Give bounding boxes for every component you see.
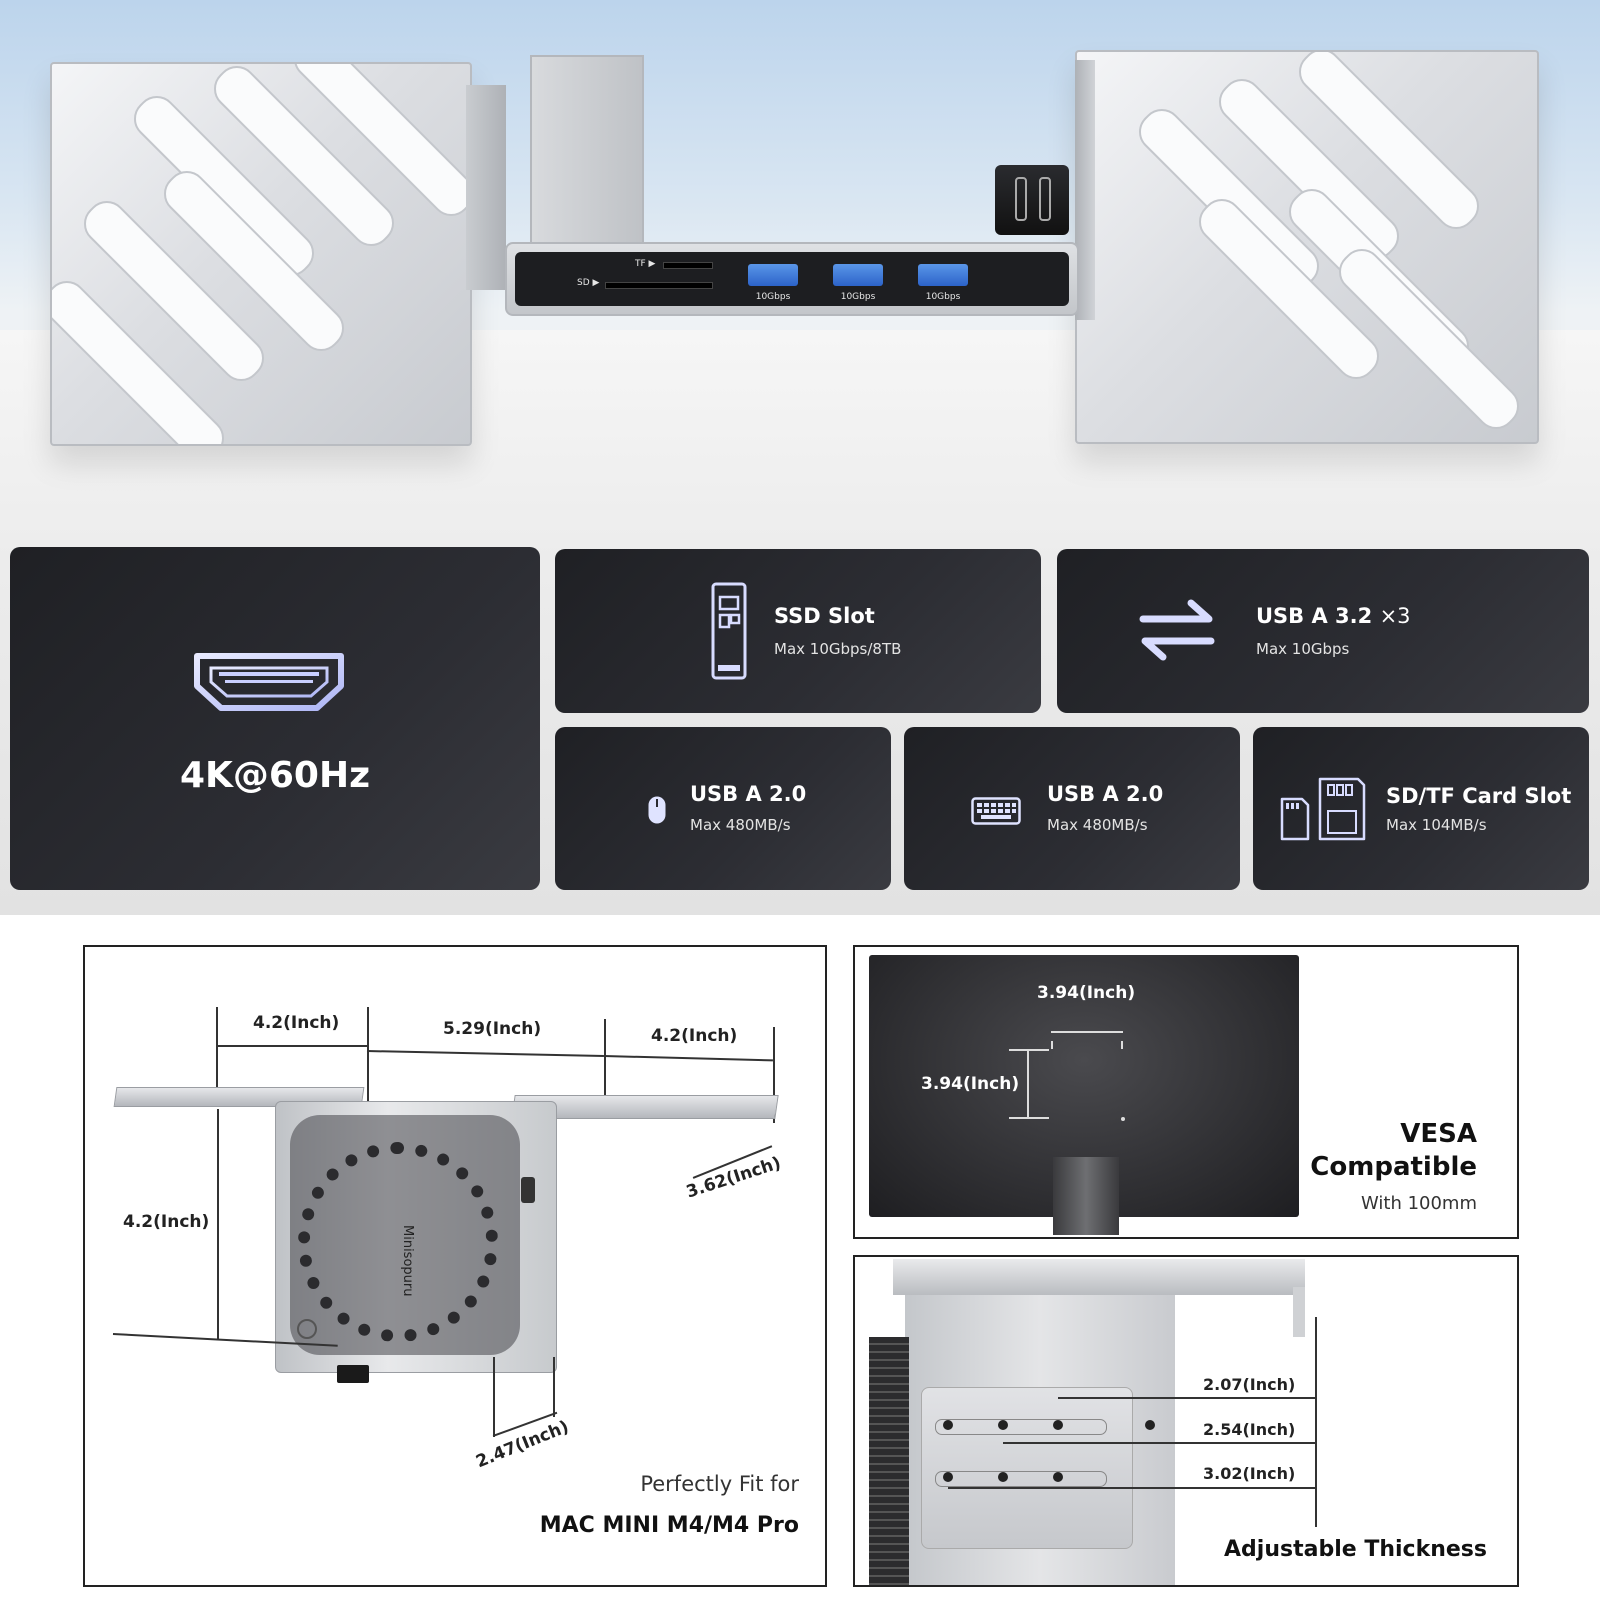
tf-card-slot[interactable] xyxy=(663,262,713,269)
fit-caption-line2: MAC MINI M4/M4 Pro xyxy=(539,1513,799,1538)
feature-tile-hdmi: 4K@60Hz xyxy=(10,547,540,890)
right-tray xyxy=(1075,50,1539,444)
usb-a-port[interactable] xyxy=(833,264,883,286)
power-button-icon xyxy=(297,1319,317,1339)
sd-slot-label: SD ▶ xyxy=(577,278,600,288)
width-right-label: 4.2(Inch) xyxy=(651,1026,738,1046)
thickness-measure-2: 2.54(Inch) xyxy=(1203,1420,1296,1439)
vesa-panel: 3.94(Inch) 3.94(Inch) VESA Compatible Wi… xyxy=(853,945,1519,1239)
usb20-keyboard-subtitle: Max 480MB/s xyxy=(1047,816,1148,834)
feature-tile-usb32: USB A 3.2 ×3 Max 10Gbps xyxy=(1057,549,1589,713)
fit-caption-line1: Perfectly Fit for xyxy=(640,1472,799,1496)
sdtf-title: SD/TF Card Slot xyxy=(1386,784,1572,808)
tf-slot-label: TF ▶ xyxy=(635,259,656,269)
usb20-mouse-subtitle: Max 480MB/s xyxy=(690,816,791,834)
feature-tile-usb20-mouse: USB A 2.0 Max 480MB/s xyxy=(555,727,891,890)
usb32-multiplier: ×3 xyxy=(1379,604,1411,628)
usb-port-speed: 10Gbps xyxy=(755,292,791,302)
hdmi-icon xyxy=(194,653,344,711)
vesa-title-line1: VESA xyxy=(1400,1119,1477,1149)
usb20-mouse-title: USB A 2.0 xyxy=(690,782,807,806)
right-tray-side xyxy=(1075,60,1095,320)
usb32-title-row: USB A 3.2 ×3 xyxy=(1256,604,1411,628)
feature-tile-ssd: SSD Slot Max 10Gbps/8TB xyxy=(555,549,1041,713)
left-tray-side xyxy=(466,85,506,290)
hub-stand xyxy=(530,55,644,249)
sd-card-slot[interactable] xyxy=(605,282,713,289)
hub-port-panel: TF ▶ SD ▶ 10Gbps 10Gbps 10Gbps xyxy=(515,252,1069,306)
sdtf-subtitle: Max 104MB/s xyxy=(1386,816,1487,834)
ssd-subtitle: Max 10Gbps/8TB xyxy=(774,640,902,658)
knob[interactable] xyxy=(521,1177,535,1203)
adjust-plate xyxy=(921,1387,1133,1549)
height-label: 4.2(Inch) xyxy=(123,1212,210,1232)
transfer-arrows-icon xyxy=(1139,599,1215,661)
fan-vent xyxy=(298,1142,498,1342)
usb20-keyboard-title: USB A 2.0 xyxy=(1047,782,1164,806)
device-brand: Minisopuru xyxy=(400,1225,415,1297)
mouse-icon xyxy=(648,796,666,824)
thickness-measure-1: 2.07(Inch) xyxy=(1203,1375,1296,1394)
left-tray xyxy=(50,62,472,446)
usb-a-port[interactable] xyxy=(748,264,798,286)
adjust-slot xyxy=(935,1471,1107,1487)
feature-tile-sdtf: SD/TF Card Slot Max 104MB/s xyxy=(1253,727,1589,890)
top-plate xyxy=(893,1259,1305,1295)
thickness-measure-3: 3.02(Inch) xyxy=(1203,1464,1296,1483)
usb32-title: USB A 3.2 xyxy=(1256,604,1373,628)
monitor-stand xyxy=(1053,1157,1119,1235)
ssd-title: SSD Slot xyxy=(774,604,875,628)
vesa-horizontal-label: 3.94(Inch) xyxy=(1037,983,1136,1003)
ssd-icon xyxy=(711,582,747,680)
feature-tile-usb20-keyboard: USB A 2.0 Max 480MB/s xyxy=(904,727,1240,890)
thickness-caption: Adjustable Thickness xyxy=(1224,1537,1487,1562)
usb-port-speed: 10Gbps xyxy=(840,292,876,302)
keyboard-icon xyxy=(971,797,1021,825)
width-left-label: 4.2(Inch) xyxy=(253,1013,340,1033)
usb-port-speed: 10Gbps xyxy=(925,292,961,302)
vesa-title-line2: Compatible xyxy=(1310,1152,1477,1182)
adjust-slot xyxy=(935,1419,1107,1435)
sd-card-icon xyxy=(1280,777,1366,841)
usb-hub: TF ▶ SD ▶ 10Gbps 10Gbps 10Gbps xyxy=(505,242,1079,316)
usb-a-port[interactable] xyxy=(918,264,968,286)
usb-c-clip xyxy=(995,165,1069,235)
hdmi-resolution: 4K@60Hz xyxy=(179,755,371,796)
mac-mini-side xyxy=(869,1337,909,1585)
width-center-label: 5.29(Inch) xyxy=(443,1019,542,1039)
thickness-panel: 2.07(Inch) 2.54(Inch) 3.02(Inch) Adjusta… xyxy=(853,1255,1519,1587)
usb32-subtitle: Max 10Gbps xyxy=(1256,640,1350,658)
plate-lip xyxy=(1293,1287,1305,1337)
vesa-vertical-label: 3.94(Inch) xyxy=(921,1074,1020,1094)
dimensions-panel: 4.2(Inch) 5.29(Inch) 4.2(Inch) Minisopur… xyxy=(83,945,827,1587)
base-clip xyxy=(337,1365,369,1383)
vesa-subtitle: With 100mm xyxy=(1360,1193,1477,1214)
